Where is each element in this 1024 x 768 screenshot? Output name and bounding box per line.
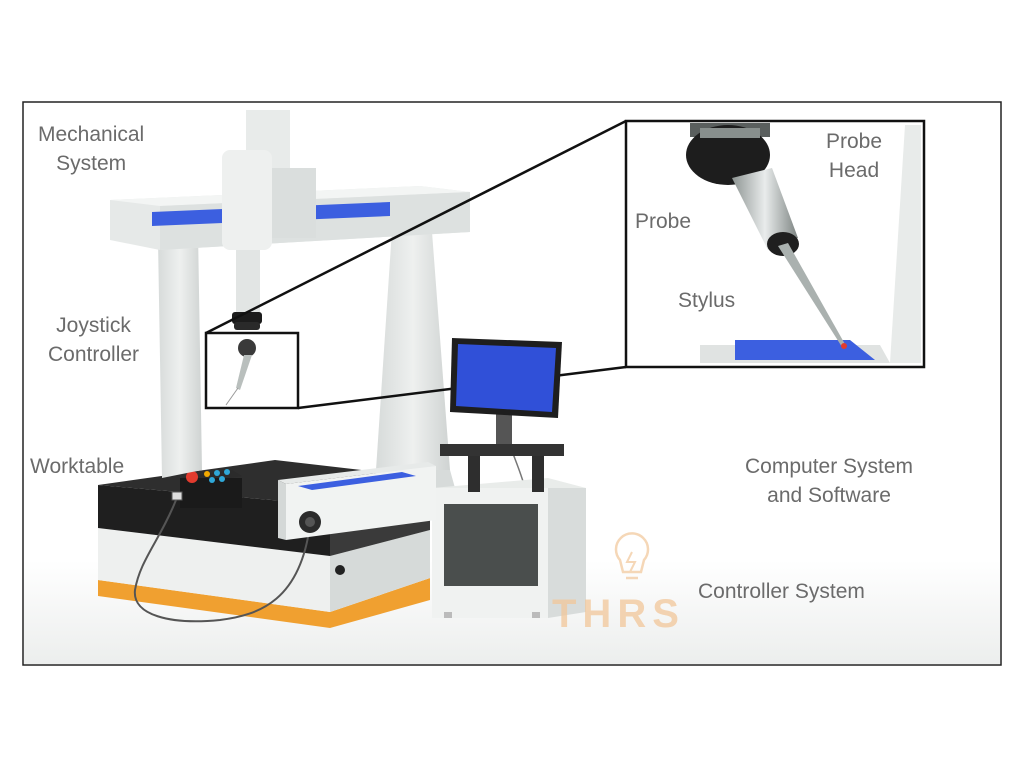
label-joystick-controller: Joystick Controller — [48, 314, 140, 366]
label-stylus: Stylus — [678, 289, 736, 312]
label-controller-system: Controller System — [698, 580, 865, 603]
monitor — [440, 338, 564, 492]
controller-cabinet — [432, 478, 586, 618]
label-worktable: Worktable — [30, 455, 125, 478]
lightbulb-icon — [614, 532, 650, 580]
bridge — [110, 110, 470, 490]
joystick-cable — [133, 499, 311, 623]
label-probe-head: Probe Head — [826, 130, 883, 182]
control-button-icon — [171, 469, 242, 508]
probe-zoom-source — [204, 331, 300, 410]
watermark-logo: THRS — [552, 592, 685, 636]
side-unit — [278, 462, 436, 540]
zoom-line-top — [205, 119, 627, 335]
probe-inset — [624, 119, 926, 369]
label-probe: Probe — [635, 210, 692, 233]
label-computer-system: Computer System and Software — [745, 455, 914, 507]
label-mechanical-system: Mechanical System — [38, 123, 145, 175]
